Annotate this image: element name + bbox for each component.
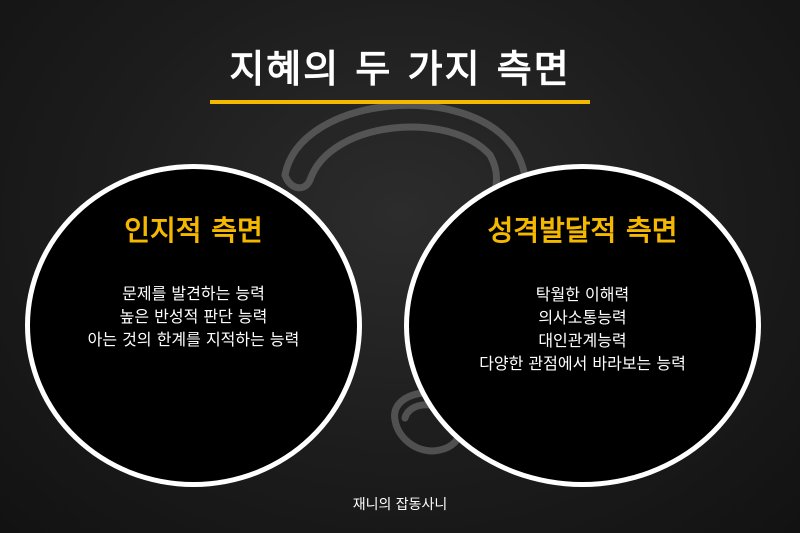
cognitive-aspect-circle: 인지적 측면 문제를 발견하는 능력 높은 반성적 판단 능력 아는 것의 한계… (25, 164, 362, 487)
title-underline (210, 100, 590, 104)
list-item: 문제를 발견하는 능력 (122, 284, 265, 303)
personality-aspect-list: 탁월한 이해력 의사소통능력 대인관계능력 다양한 관점에서 바라보는 능력 (409, 283, 756, 375)
list-item: 대인관계능력 (538, 331, 627, 350)
personality-aspect-heading: 성격발달적 측면 (487, 214, 678, 247)
list-item: 의사소통능력 (538, 308, 627, 327)
list-item: 탁월한 이해력 (535, 285, 630, 304)
footer-credit: 재니의 잡동사니 (352, 497, 448, 513)
list-item: 다양한 관점에서 바라보는 능력 (479, 354, 686, 373)
list-item: 높은 반성적 판단 능력 (119, 307, 268, 326)
cognitive-aspect-heading: 인지적 측면 (124, 214, 263, 247)
page-title: 지혜의 두 가지 측면 (229, 47, 571, 91)
personality-aspect-circle: 성격발달적 측면 탁월한 이해력 의사소통능력 대인관계능력 다양한 관점에서 … (404, 164, 761, 487)
cognitive-aspect-list: 문제를 발견하는 능력 높은 반성적 판단 능력 아는 것의 한계를 지적하는 … (30, 282, 357, 351)
list-item: 아는 것의 한계를 지적하는 능력 (87, 330, 300, 349)
